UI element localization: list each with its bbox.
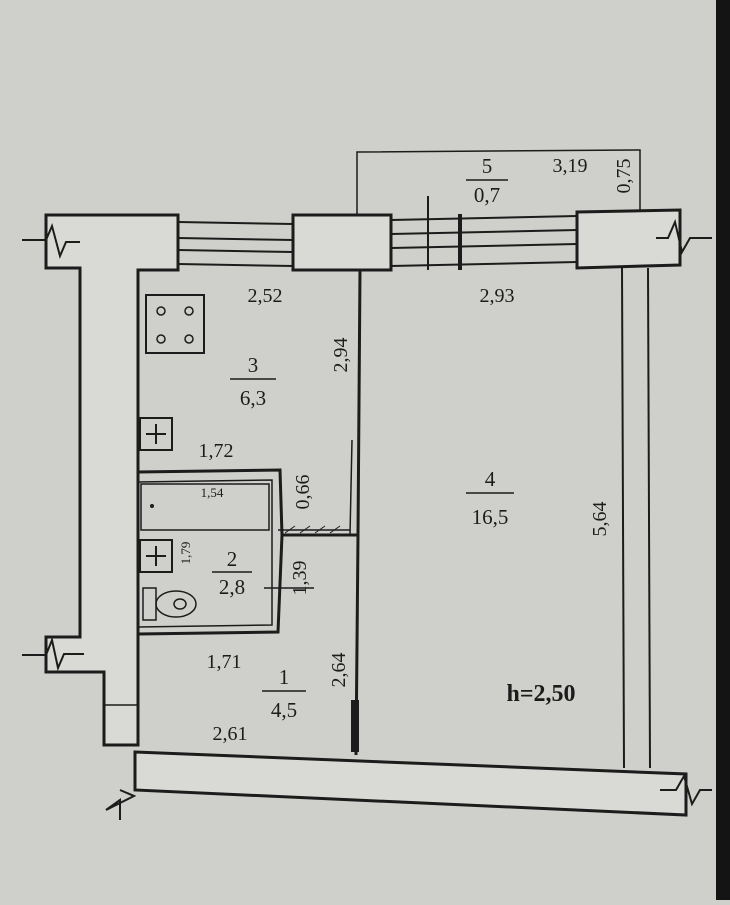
photo-edge <box>716 0 730 900</box>
room-2-number: 2 <box>227 547 238 571</box>
dim-2-61: 2,61 <box>213 723 248 745</box>
room-5-area: 0,7 <box>474 183 500 207</box>
dim-1-72: 1,72 <box>199 440 234 462</box>
balcony-outline <box>356 149 641 215</box>
dim-1-54: 1,54 <box>201 485 224 500</box>
dim-1-39: 1,39 <box>289 561 311 596</box>
bathtub-icon <box>140 483 270 531</box>
stove-icon <box>145 294 205 354</box>
dim-2-94: 2,94 <box>330 338 352 373</box>
dim-3-19: 3,19 <box>553 155 588 177</box>
left-wall <box>44 213 180 747</box>
walls <box>44 208 688 817</box>
room-4-number: 4 <box>485 467 496 491</box>
room-2-area: 2,8 <box>219 575 245 599</box>
dim-5-64: 5,64 <box>589 502 611 537</box>
room-3-area: 6,3 <box>240 386 266 410</box>
bottom-wall <box>133 750 688 817</box>
room-1-number: 1 <box>279 665 290 689</box>
dim-0-66: 0,66 <box>292 475 314 510</box>
wall-pier <box>291 213 393 272</box>
bath-sink-icon <box>139 539 173 573</box>
toilet-icon <box>142 587 197 621</box>
wall-break-marks <box>22 218 712 820</box>
dim-2-93: 2,93 <box>480 285 515 307</box>
right-top-wall <box>575 208 682 270</box>
dim-1-71: 1,71 <box>207 651 242 673</box>
dim-2-52: 2,52 <box>248 285 283 307</box>
dim-2-64: 2,64 <box>328 653 350 688</box>
door-hatch <box>284 525 341 534</box>
room-5-number: 5 <box>482 154 493 178</box>
ceiling-height: h=2,50 <box>506 681 575 707</box>
fraction-bars <box>212 179 514 692</box>
room-4-area: 16,5 <box>472 505 509 529</box>
kitchen-sink-icon <box>139 417 173 451</box>
windows <box>177 196 578 270</box>
partitions <box>104 267 651 769</box>
dim-1-79: 1,79 <box>178 542 193 565</box>
dim-0-75: 0,75 <box>613 159 635 194</box>
room-3-number: 3 <box>248 353 259 377</box>
room-1-area: 4,5 <box>271 698 297 722</box>
